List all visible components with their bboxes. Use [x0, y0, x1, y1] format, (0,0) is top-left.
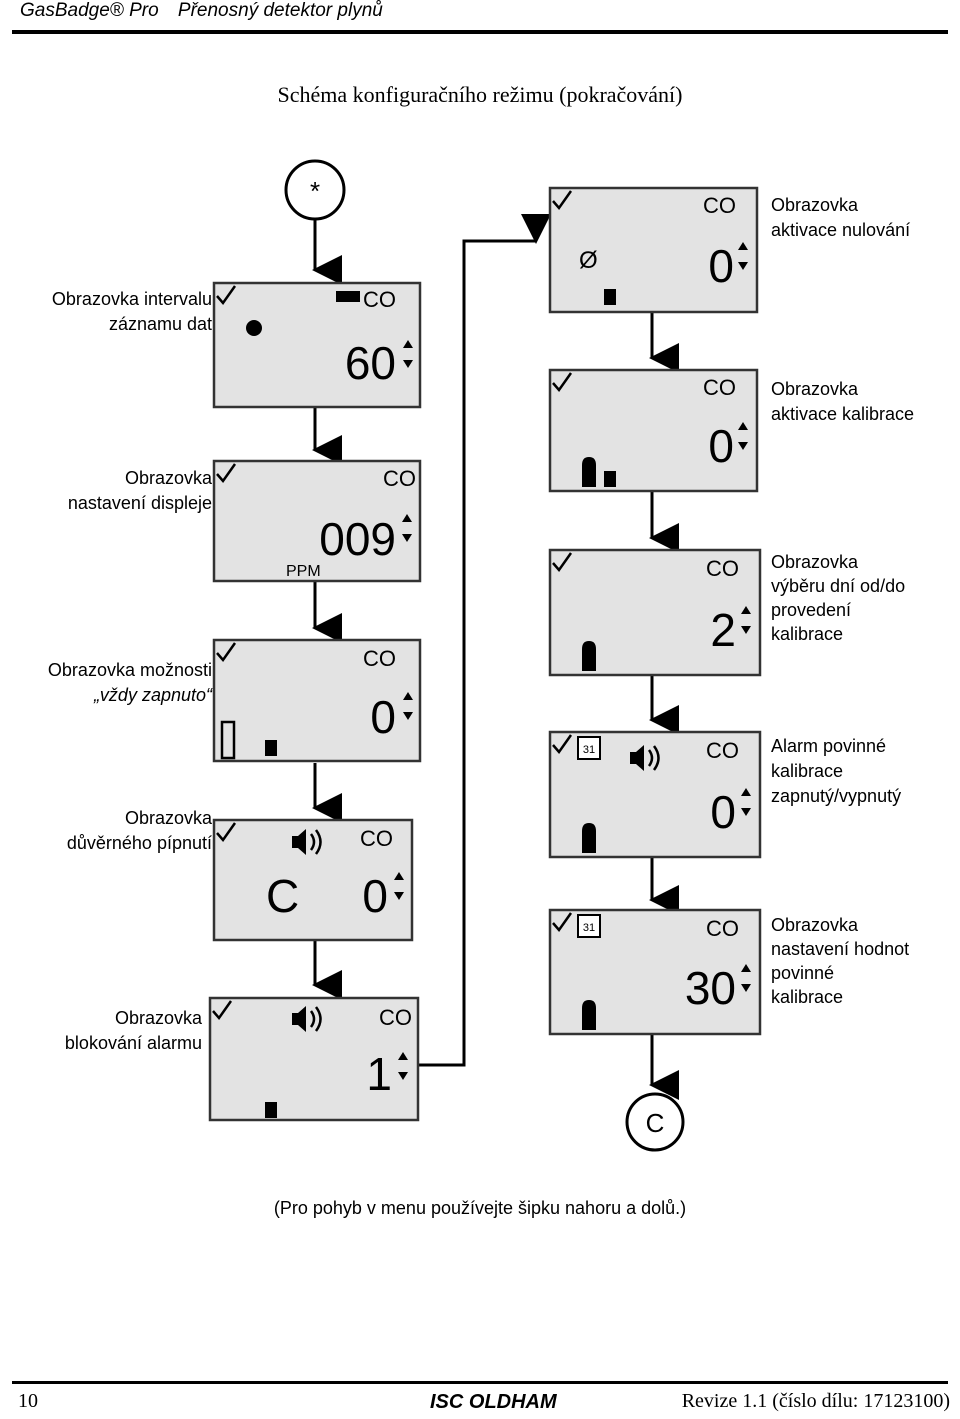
gas-cylinder-icon: [582, 823, 596, 853]
speaker-icon: [292, 829, 306, 855]
clock-icon: [246, 320, 262, 336]
lcd-screen-beep: CO C 0: [212, 818, 414, 942]
gas-cylinder-icon: [582, 641, 596, 671]
check-icon: [216, 463, 237, 484]
svg-text:31: 31: [583, 744, 595, 756]
lcd-value: 0: [362, 870, 388, 922]
battery-icon: [220, 720, 236, 760]
up-down-icon: [741, 788, 751, 816]
up-down-icon: [741, 606, 751, 634]
footer-rule: [12, 1381, 948, 1384]
lcd-value: 0: [710, 786, 736, 838]
lcd-screen-calibration: CO 0: [548, 368, 759, 493]
header-product: GasBadge® Pro: [20, 0, 159, 21]
gas-label: CO: [706, 556, 739, 581]
info-icon: [604, 471, 616, 487]
gas-label: CO: [363, 287, 396, 312]
check-icon: [216, 642, 237, 663]
up-down-icon: [403, 692, 413, 720]
lcd-screen-due-alarm: 31 CO 0: [548, 730, 762, 859]
header-subtitle: Přenosný detektor plynů: [177, 0, 383, 21]
lcd-screen-due-days: 31 CO 30: [548, 908, 762, 1036]
gas-cylinder-icon: [582, 457, 596, 487]
up-down-icon: [402, 514, 412, 542]
gas-label: CO: [383, 466, 416, 491]
lcd-screen-days: CO 2: [548, 548, 762, 677]
lcd-value: 60: [345, 337, 396, 389]
up-down-icon: [738, 422, 748, 450]
lcd-screen-zero: Ø CO 0: [548, 186, 759, 314]
check-icon: [212, 1000, 233, 1021]
up-down-icon: [741, 964, 751, 992]
gas-cylinder-icon: [582, 1000, 596, 1030]
up-down-icon: [738, 242, 748, 270]
check-icon: [552, 734, 573, 755]
speaker-icon: [630, 745, 644, 771]
up-down-icon: [403, 340, 413, 368]
calendar-icon: 31: [577, 914, 601, 938]
header-rule: [12, 30, 948, 34]
lcd-value: 30: [685, 962, 736, 1014]
unit-label: PPM: [286, 563, 321, 580]
page-header: GasBadge® Pro Přenosný detektor plynů: [20, 0, 397, 22]
gas-label: CO: [706, 738, 739, 763]
gas-label: CO: [706, 916, 739, 941]
calendar-icon: 31: [577, 736, 601, 760]
left-flow-arrows: [312, 214, 551, 1067]
lcd-prefix: C: [266, 870, 299, 922]
lcd-screen-display: CO 009 PPM: [212, 459, 422, 583]
lcd-value: 0: [708, 420, 734, 472]
check-icon: [552, 190, 573, 211]
start-connector-symbol: *: [310, 176, 320, 206]
check-icon: [216, 822, 237, 843]
page-number: 10: [18, 1390, 38, 1412]
end-connector-symbol: C: [646, 1108, 665, 1138]
info-icon: [265, 740, 277, 756]
zero-icon: Ø: [579, 247, 598, 274]
navigation-caption: (Pro pohyb v menu používejte šipku nahor…: [273, 1198, 687, 1218]
lcd-screen-always-on: CO 0: [212, 638, 422, 763]
gas-label: CO: [363, 646, 396, 671]
check-icon: [216, 285, 237, 306]
memory-icon: [336, 291, 360, 302]
footer-revision: Revize 1.1 (číslo dílu: 17123100): [681, 1390, 950, 1412]
check-icon: [552, 912, 573, 933]
lcd-screen-alarm-latch: CO 1: [208, 996, 420, 1122]
label-always-on: Obrazovka možnosti„vždy zapnuto“: [47, 660, 212, 705]
lcd-value: 2: [710, 604, 736, 656]
svg-text:31: 31: [583, 922, 595, 934]
up-down-icon: [398, 1052, 408, 1080]
page-title: Schéma konfiguračního režimu (pokračován…: [277, 82, 683, 107]
end-connector: C: [625, 1092, 685, 1152]
info-icon: [265, 1102, 277, 1118]
lcd-screen-logging: CO 60: [212, 281, 422, 409]
check-icon: [552, 372, 573, 393]
check-icon: [552, 552, 573, 573]
speaker-icon: [292, 1006, 306, 1032]
gas-label: CO: [360, 826, 393, 851]
lcd-value: 009: [319, 513, 396, 565]
start-connector: *: [284, 159, 346, 221]
info-icon: [604, 289, 616, 305]
lcd-value: 1: [366, 1048, 392, 1100]
gas-label: CO: [703, 193, 736, 218]
gas-label: CO: [703, 375, 736, 400]
footer-brand: ISC OLDHAM: [430, 1391, 557, 1413]
up-down-icon: [394, 872, 404, 900]
lcd-value: 0: [370, 691, 396, 743]
gas-label: CO: [379, 1005, 412, 1030]
lcd-value: 0: [708, 240, 734, 292]
